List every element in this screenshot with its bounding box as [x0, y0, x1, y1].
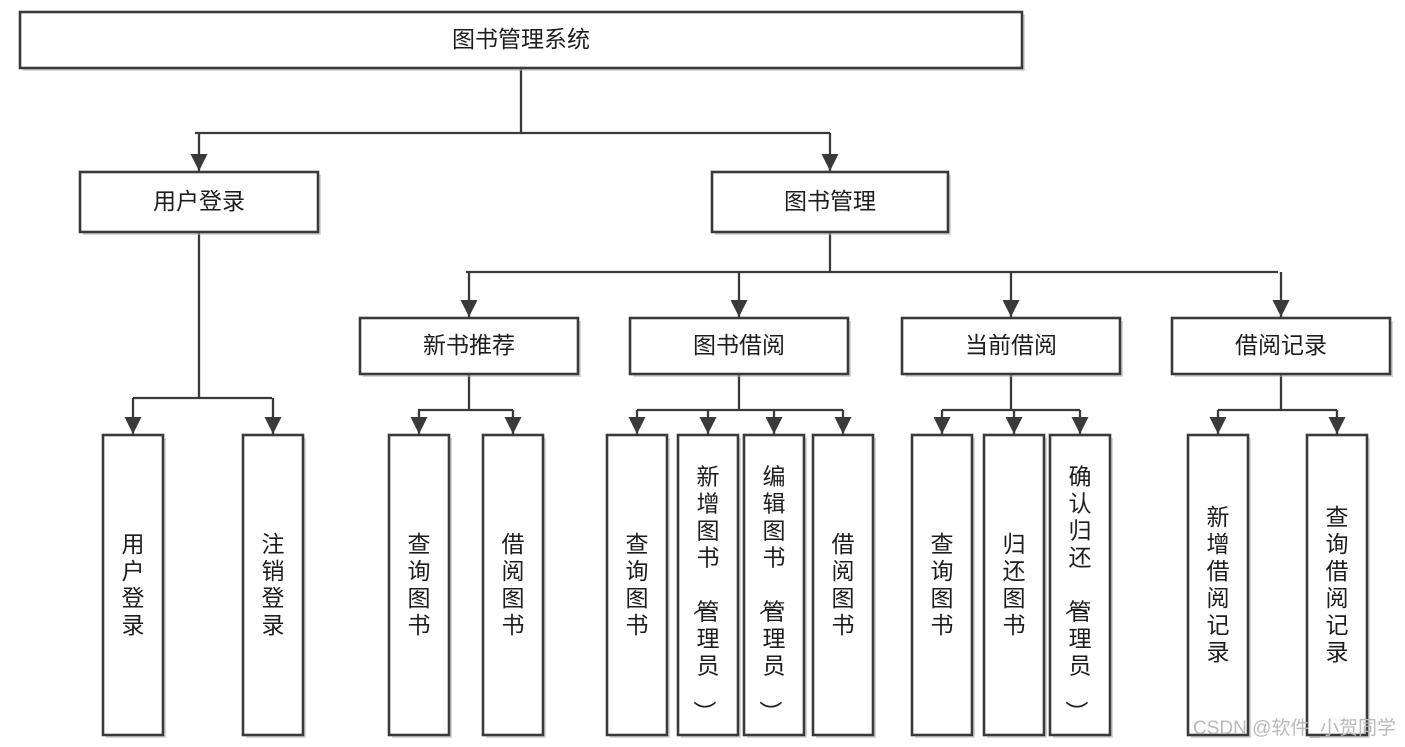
node-box-leaf-logout[interactable] [241, 433, 305, 737]
connector-arrow-leaf-return-book [1005, 410, 1023, 434]
node-label-leaf-logout: 注销登录 [262, 531, 285, 638]
node-box-leaf-add-book[interactable] [676, 433, 740, 737]
node-leaf-add-book[interactable]: 新增图书（管理员） [676, 433, 741, 738]
node-leaf-query-book-2[interactable]: 查询图书 [605, 433, 670, 738]
node-label-login: 用户登录 [153, 188, 245, 214]
connector-group-bus-current [942, 374, 1080, 412]
node-leaf-user-login[interactable]: 用户登录 [101, 433, 166, 738]
connector-arrow-newbook [460, 272, 478, 317]
node-label-newbook: 新书推荐 [423, 332, 515, 358]
connector-arrow-leaf-query-book-3 [933, 410, 951, 434]
node-box-newbook[interactable] [358, 316, 580, 376]
node-box-records[interactable] [1170, 316, 1392, 376]
connector-arrow-leaf-borrow-book-1 [504, 410, 522, 434]
node-login[interactable]: 用户登录 [78, 170, 321, 235]
node-box-leaf-user-login[interactable] [101, 433, 165, 737]
connector-arrow-leaf-add-book [699, 410, 717, 434]
node-leaf-add-record[interactable]: 新增借阅记录 [1186, 433, 1251, 738]
node-label-leaf-query-book-2: 查询图书 [626, 531, 649, 638]
connector-arrow-login [190, 133, 208, 171]
node-bookmgmt[interactable]: 图书管理 [710, 170, 951, 235]
connector-arrow-leaf-query-book-2 [628, 410, 646, 434]
csdn-watermark: CSDN @软件_小贺同学 [1193, 717, 1396, 739]
node-box-leaf-add-record[interactable] [1186, 433, 1250, 737]
node-label-borrow: 图书借阅 [693, 332, 785, 358]
connector-group-bus-login [133, 232, 272, 400]
connector-group-bus-root [195, 68, 830, 135]
connector-group-bus-bookmgmt [466, 232, 1278, 274]
connector-arrow-leaf-query-record [1328, 410, 1346, 434]
connector-arrow-records [1272, 272, 1290, 317]
node-leaf-confirm-return[interactable]: 确认归还（管理员） [1048, 433, 1113, 738]
node-box-leaf-edit-book[interactable] [742, 433, 806, 737]
node-leaf-borrow-book-1[interactable]: 借阅图书 [481, 433, 546, 738]
connector-arrow-leaf-borrow-book-2 [834, 410, 852, 434]
node-box-login[interactable] [78, 170, 320, 234]
node-borrow[interactable]: 图书借阅 [628, 316, 851, 377]
connector-arrow-leaf-confirm-return [1071, 410, 1089, 434]
node-box-leaf-borrow-book-2[interactable] [811, 433, 875, 737]
node-box-root[interactable] [18, 10, 1024, 70]
node-box-borrow[interactable] [628, 316, 850, 376]
node-leaf-query-record[interactable]: 查询借阅记录 [1305, 433, 1370, 738]
node-label-bookmgmt: 图书管理 [784, 188, 876, 214]
node-label-leaf-borrow-book-2: 借阅图书 [832, 531, 855, 638]
connector-arrow-borrow [730, 272, 748, 317]
connector-arrow-leaf-query-book-1 [410, 410, 428, 434]
connector-arrow-leaf-logout [264, 398, 282, 434]
node-leaf-edit-book[interactable]: 编辑图书（管理员） [742, 433, 807, 738]
node-label-leaf-query-record: 查询借阅记录 [1326, 504, 1349, 665]
connector-arrow-current [1002, 272, 1020, 317]
node-label-records: 借阅记录 [1235, 332, 1327, 358]
node-label-leaf-query-book-1: 查询图书 [408, 531, 431, 638]
node-label-leaf-add-record: 新增借阅记录 [1207, 504, 1230, 665]
connector-arrow-leaf-user-login [124, 398, 142, 434]
node-box-leaf-confirm-return[interactable] [1048, 433, 1112, 737]
node-current[interactable]: 当前借阅 [900, 316, 1123, 377]
node-label-leaf-edit-book: 编辑图书（管理员） [758, 464, 786, 724]
node-leaf-query-book-3[interactable]: 查询图书 [910, 433, 975, 738]
node-label-current: 当前借阅 [965, 332, 1057, 358]
node-box-leaf-query-book-2[interactable] [605, 433, 669, 737]
connector-group-bus-newbook [418, 374, 513, 412]
node-layer: 图书管理系统用户登录图书管理新书推荐图书借阅当前借阅借阅记录用户登录注销登录查询… [18, 10, 1393, 738]
node-records[interactable]: 借阅记录 [1170, 316, 1393, 377]
node-leaf-borrow-book-2[interactable]: 借阅图书 [811, 433, 876, 738]
connector-arrow-leaf-add-record [1209, 410, 1227, 434]
node-box-leaf-borrow-book-1[interactable] [481, 433, 545, 737]
node-label-leaf-return-book: 归还图书 [1003, 531, 1026, 638]
node-label-leaf-user-login: 用户登录 [122, 531, 145, 638]
node-box-leaf-query-book-3[interactable] [910, 433, 974, 737]
node-label-leaf-query-book-3: 查询图书 [931, 531, 954, 638]
node-label-leaf-borrow-book-1: 借阅图书 [502, 531, 525, 638]
node-box-current[interactable] [900, 316, 1122, 376]
node-label-leaf-add-book: 新增图书（管理员） [692, 464, 720, 724]
node-label-root: 图书管理系统 [452, 26, 590, 52]
connector-arrow-bookmgmt [821, 133, 839, 171]
connector-group-bus-records [1218, 374, 1337, 412]
connector-arrow-leaf-edit-book [765, 410, 783, 434]
node-newbook[interactable]: 新书推荐 [358, 316, 581, 377]
node-leaf-query-book-1[interactable]: 查询图书 [387, 433, 452, 738]
node-label-leaf-confirm-return: 确认归还（管理员） [1064, 464, 1092, 724]
node-root[interactable]: 图书管理系统 [18, 10, 1025, 71]
node-leaf-logout[interactable]: 注销登录 [241, 433, 306, 738]
node-box-leaf-query-record[interactable] [1305, 433, 1369, 737]
connector-group-bus-borrow [637, 374, 843, 412]
connector-layer [124, 68, 1346, 434]
node-box-leaf-query-book-1[interactable] [387, 433, 451, 737]
node-leaf-return-book[interactable]: 归还图书 [982, 433, 1047, 738]
node-box-bookmgmt[interactable] [710, 170, 950, 234]
node-box-leaf-return-book[interactable] [982, 433, 1046, 737]
